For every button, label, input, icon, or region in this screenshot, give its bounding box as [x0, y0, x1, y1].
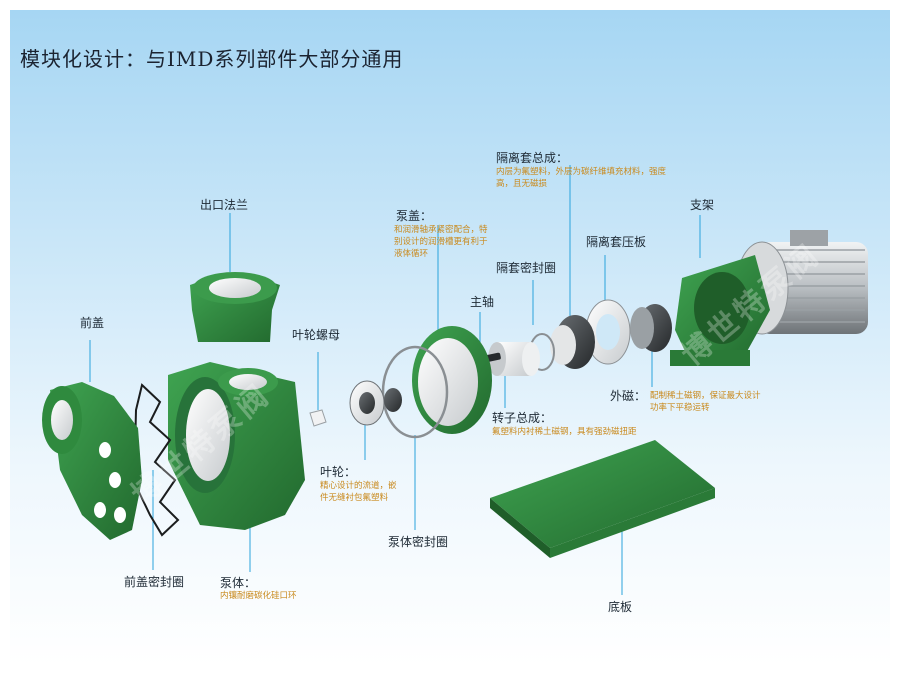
desc-pump-cover: 和润滑轴承紧密配合，特别设计的润滑槽更有利于液体循环 [394, 225, 488, 259]
desc-isolation-sleeve: 内层为氟塑料，外层为碳纤维填充材料，强度高，且无磁损 [496, 167, 667, 189]
label-front-cover: 前盖 [80, 316, 105, 330]
label-impeller-nut: 叶轮螺母 [292, 328, 341, 342]
label-impeller: 叶轮： [320, 465, 357, 479]
pump-body [168, 362, 305, 530]
base-plate [490, 440, 715, 558]
label-bracket: 支架 [690, 198, 715, 212]
front-cover [42, 382, 142, 540]
label-rotor: 转子总成： [492, 411, 553, 425]
impeller-nut [309, 409, 327, 427]
pump-exploded-view [42, 165, 868, 595]
page-title: 模块化设计：与IMD系列部件大部分通用 [20, 47, 404, 71]
label-base-plate: 底板 [608, 600, 633, 614]
label-outer-magnet: 外磁： [610, 389, 647, 403]
desc-rotor: 氟塑料内衬稀土磁钢，具有强劲磁扭距 [492, 427, 637, 437]
pump-cover [412, 326, 492, 434]
impeller [349, 380, 402, 426]
casing-seal-ring [381, 345, 449, 439]
label-pump-body: 泵体： [220, 576, 257, 590]
label-casing-seal: 泵体密封圈 [388, 535, 449, 549]
label-front-seal: 前盖密封圈 [124, 575, 185, 589]
label-isolation-sleeve: 隔离套总成： [496, 151, 569, 165]
label-shaft: 主轴 [470, 295, 495, 309]
label-sleeve-seal: 隔套密封圈 [496, 261, 557, 275]
outer-magnet [630, 304, 672, 352]
bracket [670, 255, 770, 366]
label-sleeve-plate: 隔离套压板 [586, 235, 647, 249]
desc-impeller: 精心设计的流道，嵌件无缝衬包氟塑料 [320, 481, 397, 503]
label-outlet-flange: 出口法兰 [200, 198, 249, 212]
outlet-flange [190, 272, 280, 342]
diagram-canvas: 博世特泵阀 博世特泵阀 模块化设计：与IMD系列部件大部分通用 前盖 出口法兰 … [10, 10, 890, 665]
desc-pump-body: 内镶耐磨碳化硅口环 [220, 591, 297, 601]
label-pump-cover: 泵盖： [396, 209, 433, 223]
isolation-sleeve [550, 315, 595, 369]
desc-outer-magnet: 配制稀土磁钢，保证最大设计功率下平稳运转 [650, 391, 761, 413]
rotor [488, 342, 540, 376]
